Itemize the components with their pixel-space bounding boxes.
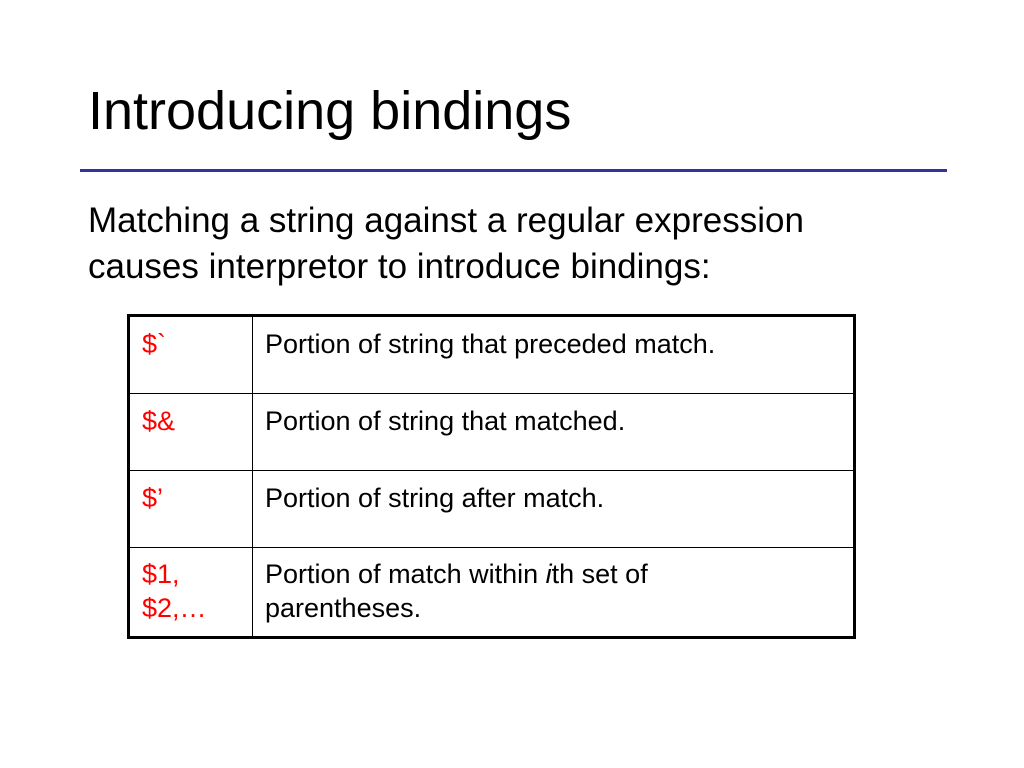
- description-text-after: th set of: [551, 559, 648, 589]
- binding-variable: $’: [128, 470, 253, 548]
- table-row: $’ Portion of string after match.: [128, 470, 855, 548]
- binding-variable: $&: [128, 393, 253, 471]
- binding-description-line-2: parentheses.: [265, 593, 422, 623]
- table-row: $1, $2,… Portion of match within ith set…: [128, 547, 855, 638]
- table-row: $` Portion of string that preceded match…: [128, 315, 855, 394]
- binding-description: Portion of string that preceded match.: [252, 315, 855, 394]
- binding-description: Portion of string after match.: [252, 470, 855, 548]
- binding-description: Portion of string that matched.: [252, 393, 855, 471]
- binding-description: Portion of match within ith set of paren…: [252, 547, 855, 638]
- title-divider: [80, 169, 947, 172]
- binding-variable: $1, $2,…: [128, 547, 253, 638]
- slide-title: Introducing bindings: [88, 81, 572, 141]
- binding-variable-line-2: $2,…: [142, 593, 207, 623]
- slide-body-text: Matching a string against a regular expr…: [88, 198, 958, 290]
- table-row: $& Portion of string that matched.: [128, 393, 855, 471]
- binding-description-line-1: Portion of match within ith set of: [265, 557, 843, 591]
- body-line-2: causes interpretor to introduce bindings…: [88, 247, 711, 286]
- bindings-table: $` Portion of string that preceded match…: [127, 314, 856, 639]
- binding-variable: $`: [128, 315, 253, 394]
- binding-variable-line-1: $1,: [142, 559, 180, 589]
- description-text-before: Portion of match within: [265, 559, 546, 589]
- description-italic-i: i: [545, 559, 552, 589]
- body-line-1: Matching a string against a regular expr…: [88, 201, 804, 240]
